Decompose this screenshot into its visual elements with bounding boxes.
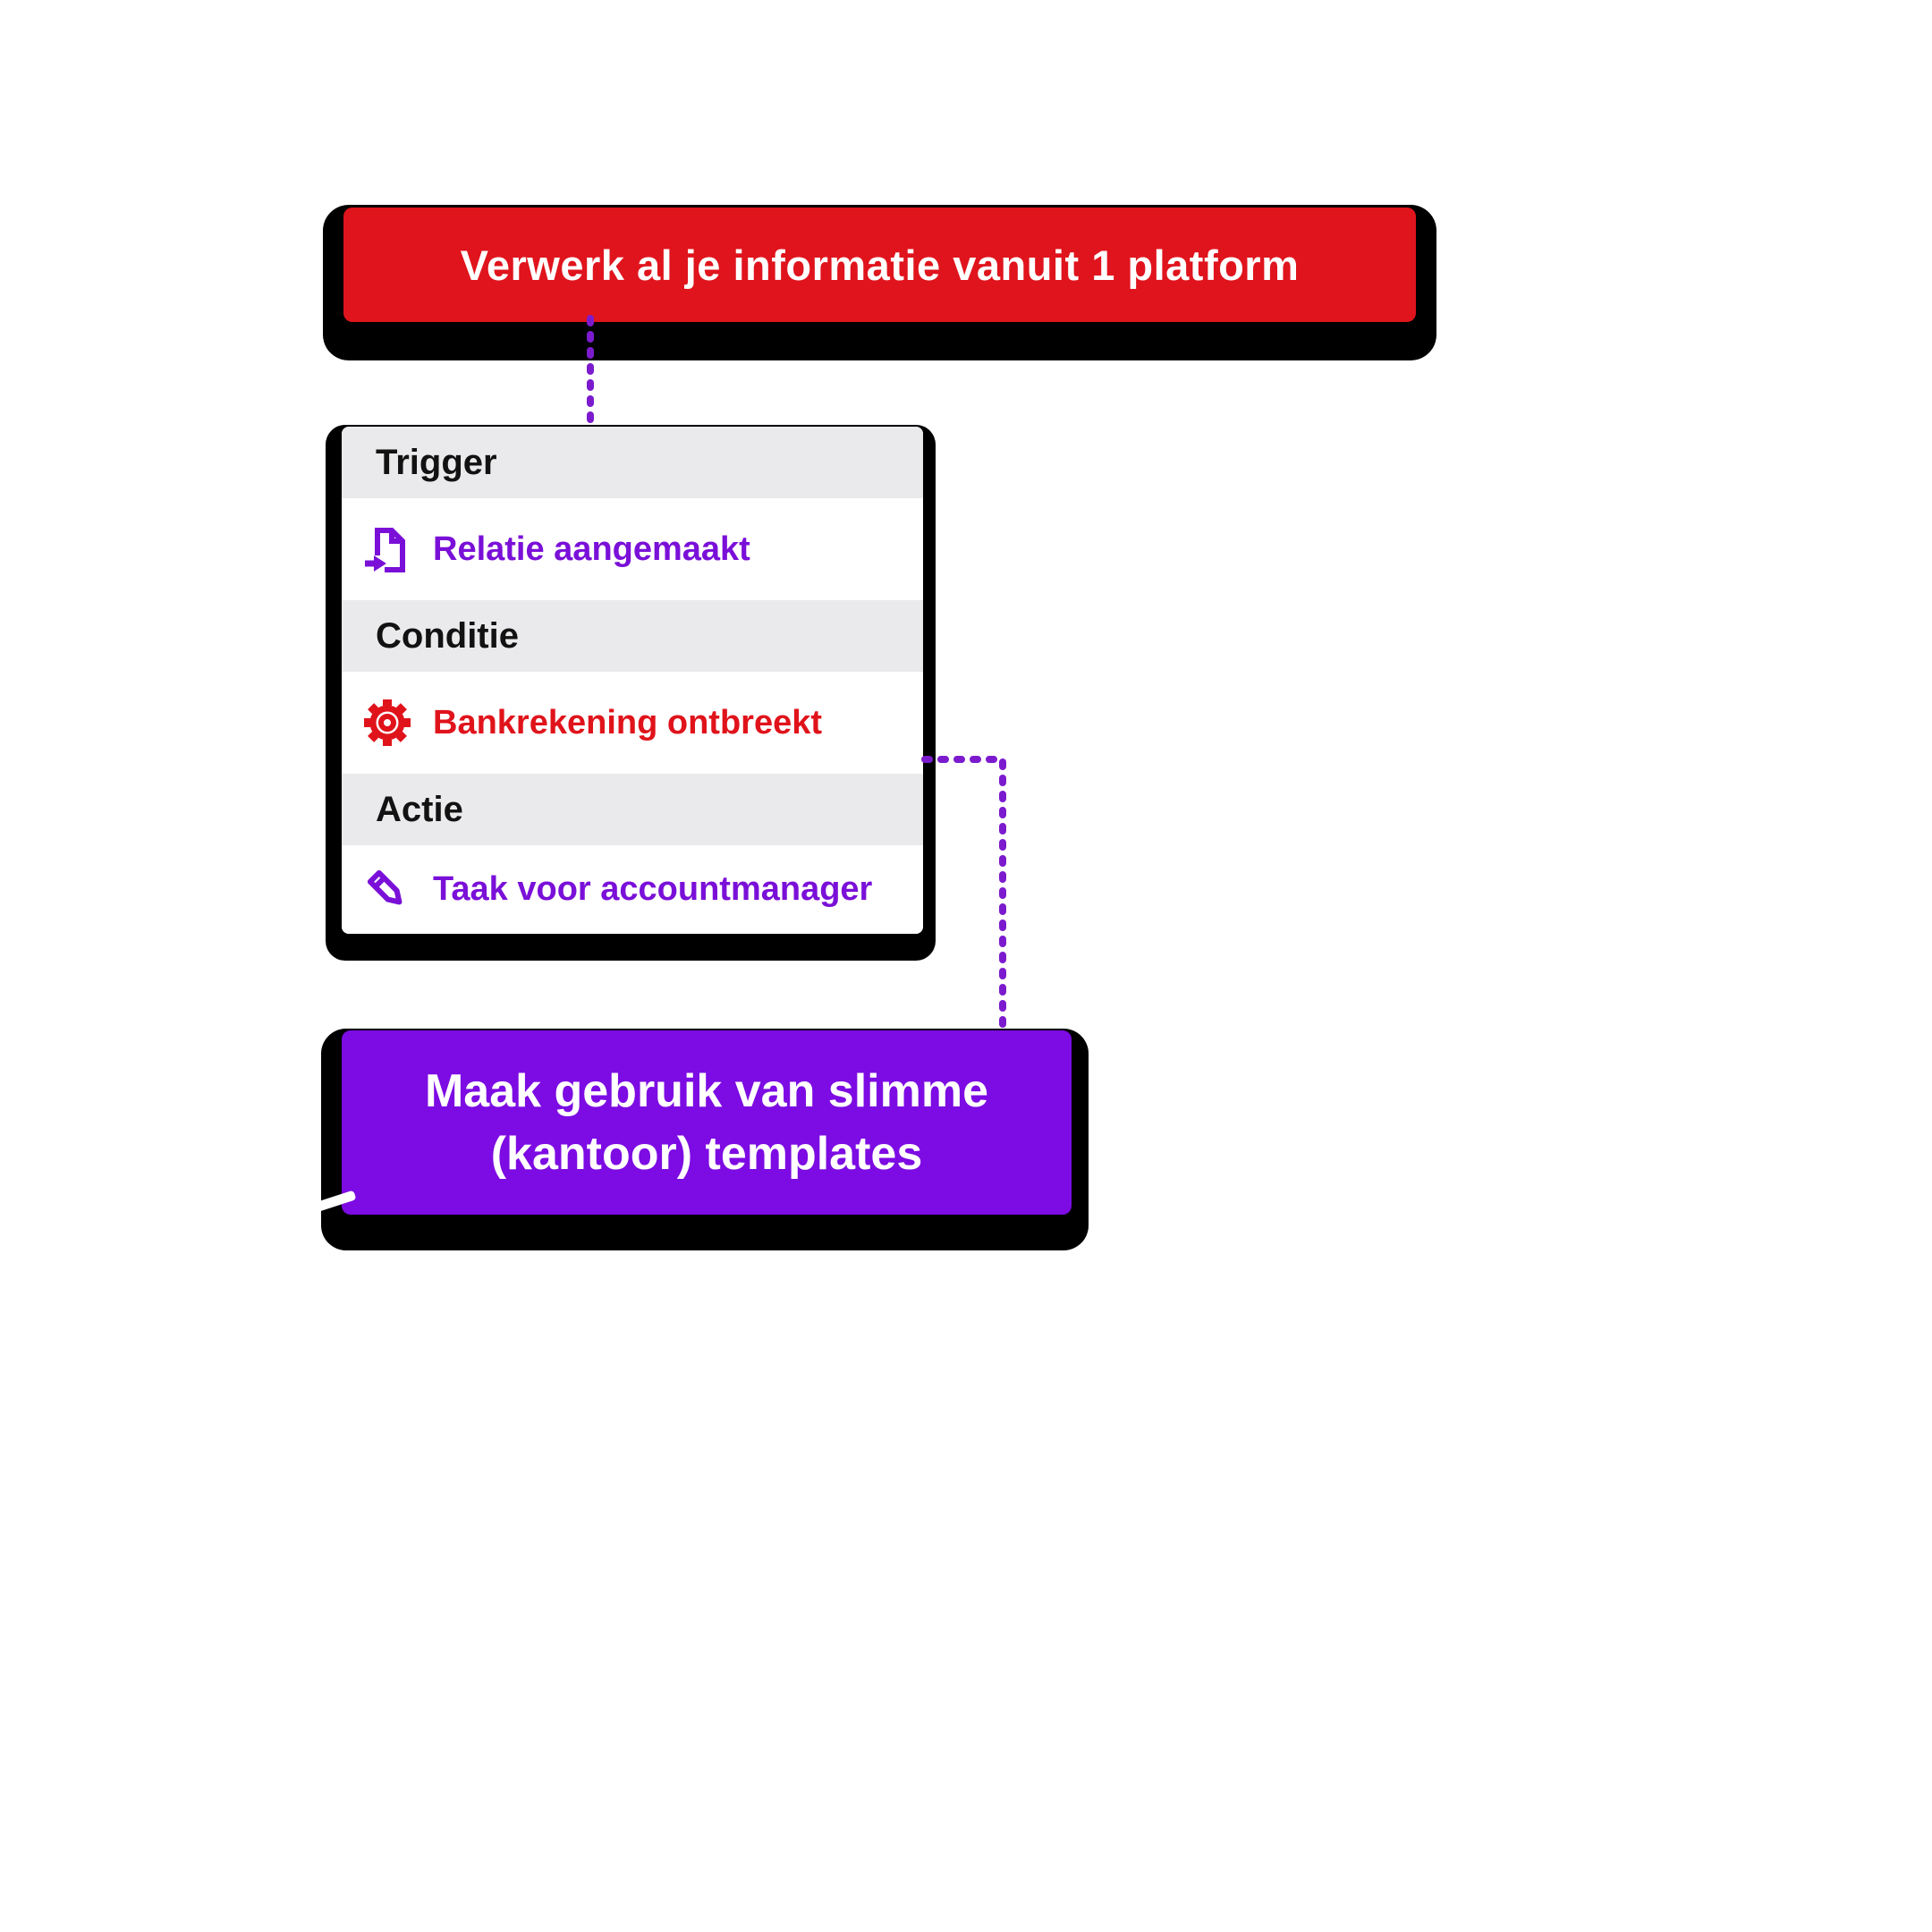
workflow-item-label: Relatie aangemaakt [433, 530, 750, 568]
connector-line-bottom [921, 756, 1006, 1032]
workflow-item-trigger: Relatie aangemaakt [342, 498, 923, 600]
gear-icon [361, 695, 413, 750]
workflow-item-conditie: Bankrekening ontbreekt [342, 672, 923, 774]
pencil-icon [361, 862, 413, 918]
section-header-conditie: Conditie [342, 600, 923, 672]
section-header-label: Conditie [376, 615, 519, 656]
top-banner: Verwerk al je informatie vanuit 1 platfo… [343, 208, 1416, 322]
bottom-banner-label-line2: (kantoor) templates [490, 1128, 923, 1180]
section-header-actie: Actie [342, 774, 923, 845]
workflow-item-actie: Taak voor accountmanager [342, 845, 923, 934]
document-import-icon [361, 521, 413, 577]
top-banner-label: Verwerk al je informatie vanuit 1 platfo… [460, 241, 1300, 289]
section-header-label: Trigger [376, 442, 497, 482]
workflow-item-label: Bankrekening ontbreekt [433, 703, 822, 741]
section-header-trigger: Trigger [342, 427, 923, 498]
bottom-banner-label-line1: Maak gebruik van slimme [424, 1065, 989, 1117]
workflow-item-label: Taak voor accountmanager [433, 870, 873, 908]
bottom-banner: Maak gebruik van slimme (kantoor) templa… [342, 1030, 1072, 1215]
workflow-card: Trigger Relatie aangemaakt Conditie [342, 427, 923, 934]
section-header-label: Actie [376, 789, 463, 829]
